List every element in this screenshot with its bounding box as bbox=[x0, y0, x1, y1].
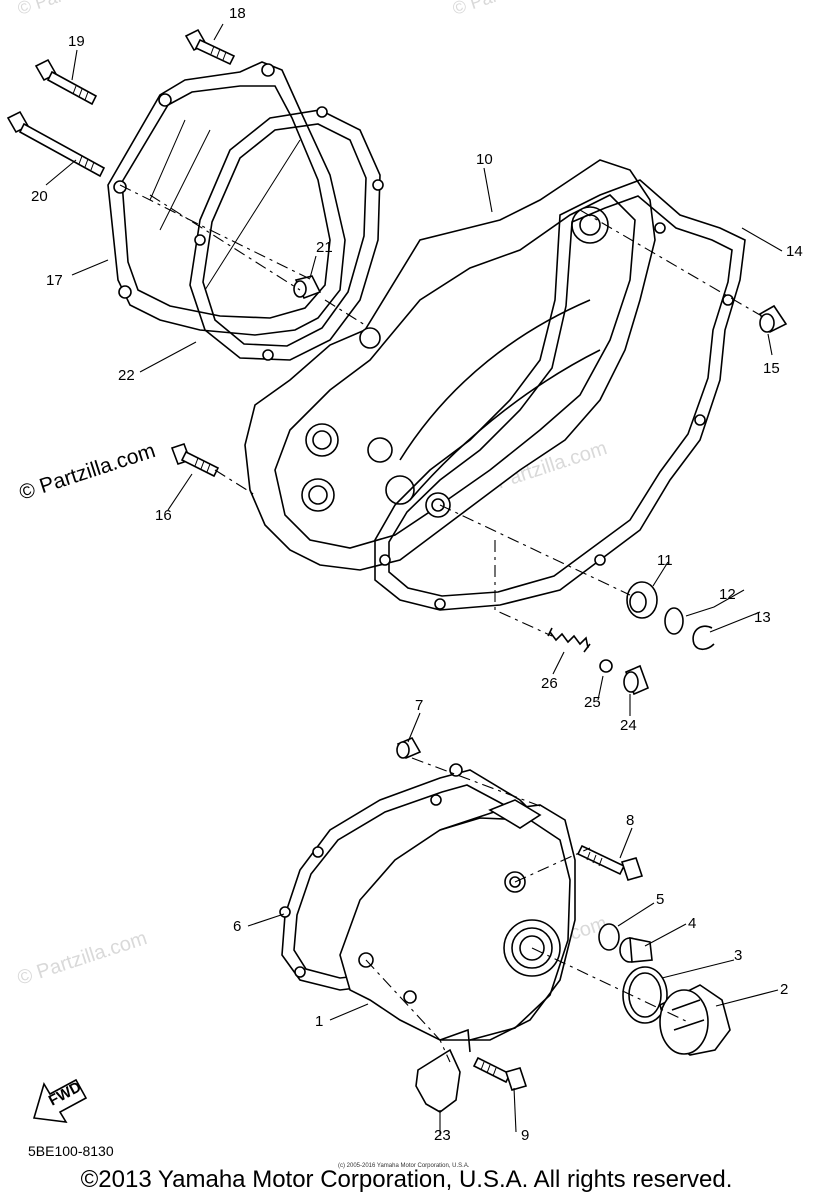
alignment-line-1 bbox=[119, 184, 313, 281]
callout-26: 26 bbox=[541, 675, 558, 692]
callout-2: 2 bbox=[780, 981, 788, 998]
callout-22: 22 bbox=[118, 367, 135, 384]
alignment-line-7 bbox=[324, 299, 366, 326]
plug-4 bbox=[619, 937, 653, 963]
o-ring-3-inner bbox=[628, 972, 662, 1018]
callout-3: 3 bbox=[734, 947, 742, 964]
alignment-line-9 bbox=[514, 847, 591, 883]
alignment-line-5 bbox=[494, 540, 553, 637]
washer-12 bbox=[664, 607, 684, 635]
alignment-line-6 bbox=[214, 469, 256, 496]
dowel-7 bbox=[396, 736, 422, 760]
callout-21: 21 bbox=[316, 239, 333, 256]
alignment-line-3 bbox=[579, 209, 761, 316]
circlip-13 bbox=[692, 625, 715, 651]
callout-13: 13 bbox=[754, 609, 771, 626]
callout-12: 12 bbox=[719, 586, 736, 603]
watermark-faint-1: © Partzilla.com bbox=[450, 0, 572, 19]
callout-5: 5 bbox=[656, 891, 664, 908]
bolt-20 bbox=[6, 110, 106, 178]
callout-16: 16 bbox=[155, 507, 172, 524]
o-ring-5 bbox=[598, 923, 620, 951]
callout-4: 4 bbox=[688, 915, 696, 932]
clamp-23 bbox=[415, 1028, 471, 1113]
alignment-line-11 bbox=[365, 959, 451, 1063]
callout-19: 19 bbox=[68, 33, 85, 50]
bolt-8 bbox=[576, 844, 644, 881]
gasket-14 bbox=[374, 179, 746, 611]
spring-26 bbox=[547, 627, 591, 653]
callout-18: 18 bbox=[229, 5, 246, 22]
plug-cap-2 bbox=[659, 984, 731, 1056]
dowel-15 bbox=[758, 304, 788, 334]
callout-8: 8 bbox=[626, 812, 634, 829]
oil-seal-11 bbox=[626, 581, 658, 619]
callout-25: 25 bbox=[584, 694, 601, 711]
alignment-line-8 bbox=[411, 757, 541, 807]
gasket-22 bbox=[189, 106, 384, 361]
ball-25 bbox=[599, 659, 613, 673]
tiny-copyright: (c) 2005-2016 Yamaha Motor Corporation, … bbox=[338, 1163, 470, 1169]
watermark-faint-3: © Partzilla.com bbox=[15, 927, 150, 990]
o-ring-3 bbox=[622, 966, 668, 1024]
callout-24: 24 bbox=[620, 717, 637, 734]
callout-15: 15 bbox=[763, 360, 780, 377]
diagram-code: 5BE100-8130 bbox=[28, 1143, 114, 1159]
watermark-faint-5: © Partzilla.com bbox=[15, 0, 137, 19]
crankcase-cover-1 bbox=[339, 799, 576, 1041]
plunger-24 bbox=[623, 664, 650, 696]
bolt-18 bbox=[184, 28, 236, 66]
callout-17: 17 bbox=[46, 272, 63, 289]
callout-14: 14 bbox=[786, 243, 803, 260]
callout-1: 1 bbox=[315, 1013, 323, 1030]
bolt-9 bbox=[472, 1056, 528, 1091]
callout-20: 20 bbox=[31, 188, 48, 205]
callout-6: 6 bbox=[233, 918, 241, 935]
alignment-line-4 bbox=[439, 504, 631, 596]
callout-9: 9 bbox=[521, 1127, 529, 1144]
callout-11: 11 bbox=[657, 552, 673, 569]
callout-10: 10 bbox=[476, 151, 493, 168]
crankcase-cover-10 bbox=[244, 159, 656, 571]
alignment-line-2 bbox=[149, 194, 301, 291]
bolt-16 bbox=[170, 442, 220, 478]
callout-23: 23 bbox=[434, 1127, 451, 1144]
bolt-19 bbox=[34, 58, 98, 106]
callout-7: 7 bbox=[415, 697, 423, 714]
fwd-arrow-icon: FWD bbox=[32, 1078, 88, 1123]
watermark-main: © Partzilla.com bbox=[16, 439, 158, 505]
copyright-notice: ©2013 Yamaha Motor Corporation, U.S.A. A… bbox=[80, 1166, 733, 1193]
alignment-line-10 bbox=[531, 947, 689, 1023]
